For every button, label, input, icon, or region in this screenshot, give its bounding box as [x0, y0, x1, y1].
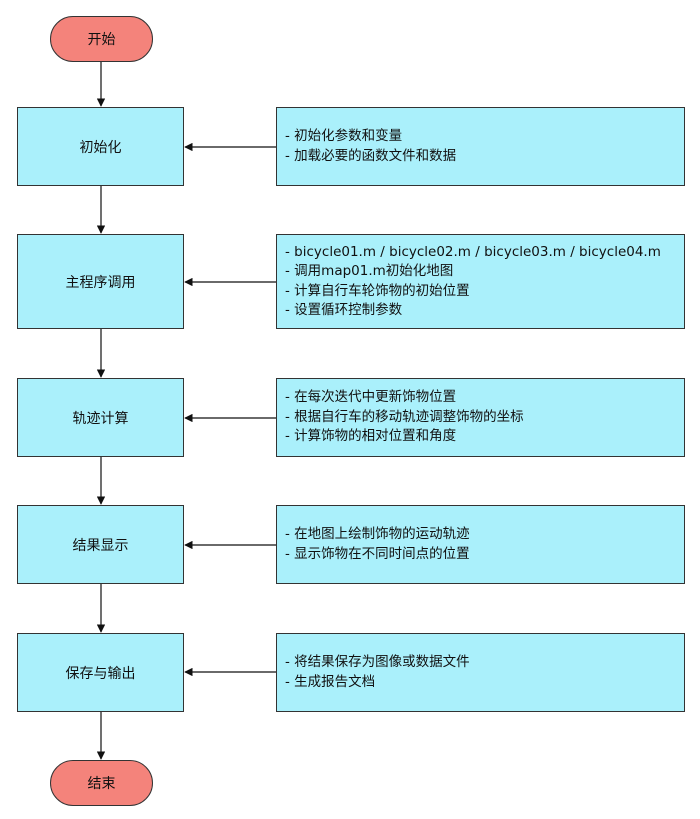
step-main-call: 主程序调用 — [17, 234, 184, 329]
note-trajectory: - 在每次迭代中更新饰物位置 - 根据自行车的移动轨迹调整饰物的坐标 - 计算饰… — [276, 378, 685, 457]
step-initialize-label: 初始化 — [79, 139, 122, 156]
step-initialize: 初始化 — [17, 107, 184, 186]
note-main-call: - bicycle01.m / bicycle02.m / bicycle03.… — [276, 234, 685, 329]
note-line: - bicycle01.m / bicycle02.m / bicycle03.… — [285, 243, 661, 260]
note-line: - 生成报告文档 — [285, 673, 376, 690]
step-main-call-label: 主程序调用 — [65, 274, 136, 291]
step-display: 结果显示 — [17, 505, 184, 584]
note-line: - 初始化参数和变量 — [285, 128, 403, 144]
note-initialize: - 初始化参数和变量 - 加载必要的函数文件和数据 — [276, 107, 685, 186]
note-line: - 将结果保存为图像或数据文件 — [285, 654, 470, 670]
step-trajectory-label: 轨迹计算 — [72, 410, 129, 427]
note-save-output: - 将结果保存为图像或数据文件 - 生成报告文档 — [276, 633, 685, 712]
note-line: - 调用map01.m初始化地图 — [285, 263, 454, 279]
note-line: - 显示饰物在不同时间点的位置 — [285, 545, 470, 562]
start-node: 开始 — [50, 16, 153, 62]
step-save-output: 保存与输出 — [17, 633, 184, 712]
end-label: 结束 — [87, 776, 116, 792]
note-line: - 计算自行车轮饰物的初始位置 — [285, 282, 470, 299]
note-line: - 根据自行车的移动轨迹调整饰物的坐标 — [285, 408, 524, 425]
note-line: - 加载必要的函数文件和数据 — [285, 147, 457, 164]
step-save-output-label: 保存与输出 — [65, 665, 136, 682]
note-line: - 设置循环控制参数 — [285, 302, 403, 318]
note-display: - 在地图上绘制饰物的运动轨迹 - 显示饰物在不同时间点的位置 — [276, 505, 685, 584]
note-line: - 计算饰物的相对位置和角度 — [285, 428, 457, 445]
start-label: 开始 — [87, 32, 116, 48]
note-line: - 在地图上绘制饰物的运动轨迹 — [285, 526, 470, 542]
step-trajectory: 轨迹计算 — [17, 378, 184, 457]
note-line: - 在每次迭代中更新饰物位置 — [285, 389, 457, 406]
step-display-label: 结果显示 — [72, 537, 129, 554]
end-node: 结束 — [50, 760, 153, 806]
